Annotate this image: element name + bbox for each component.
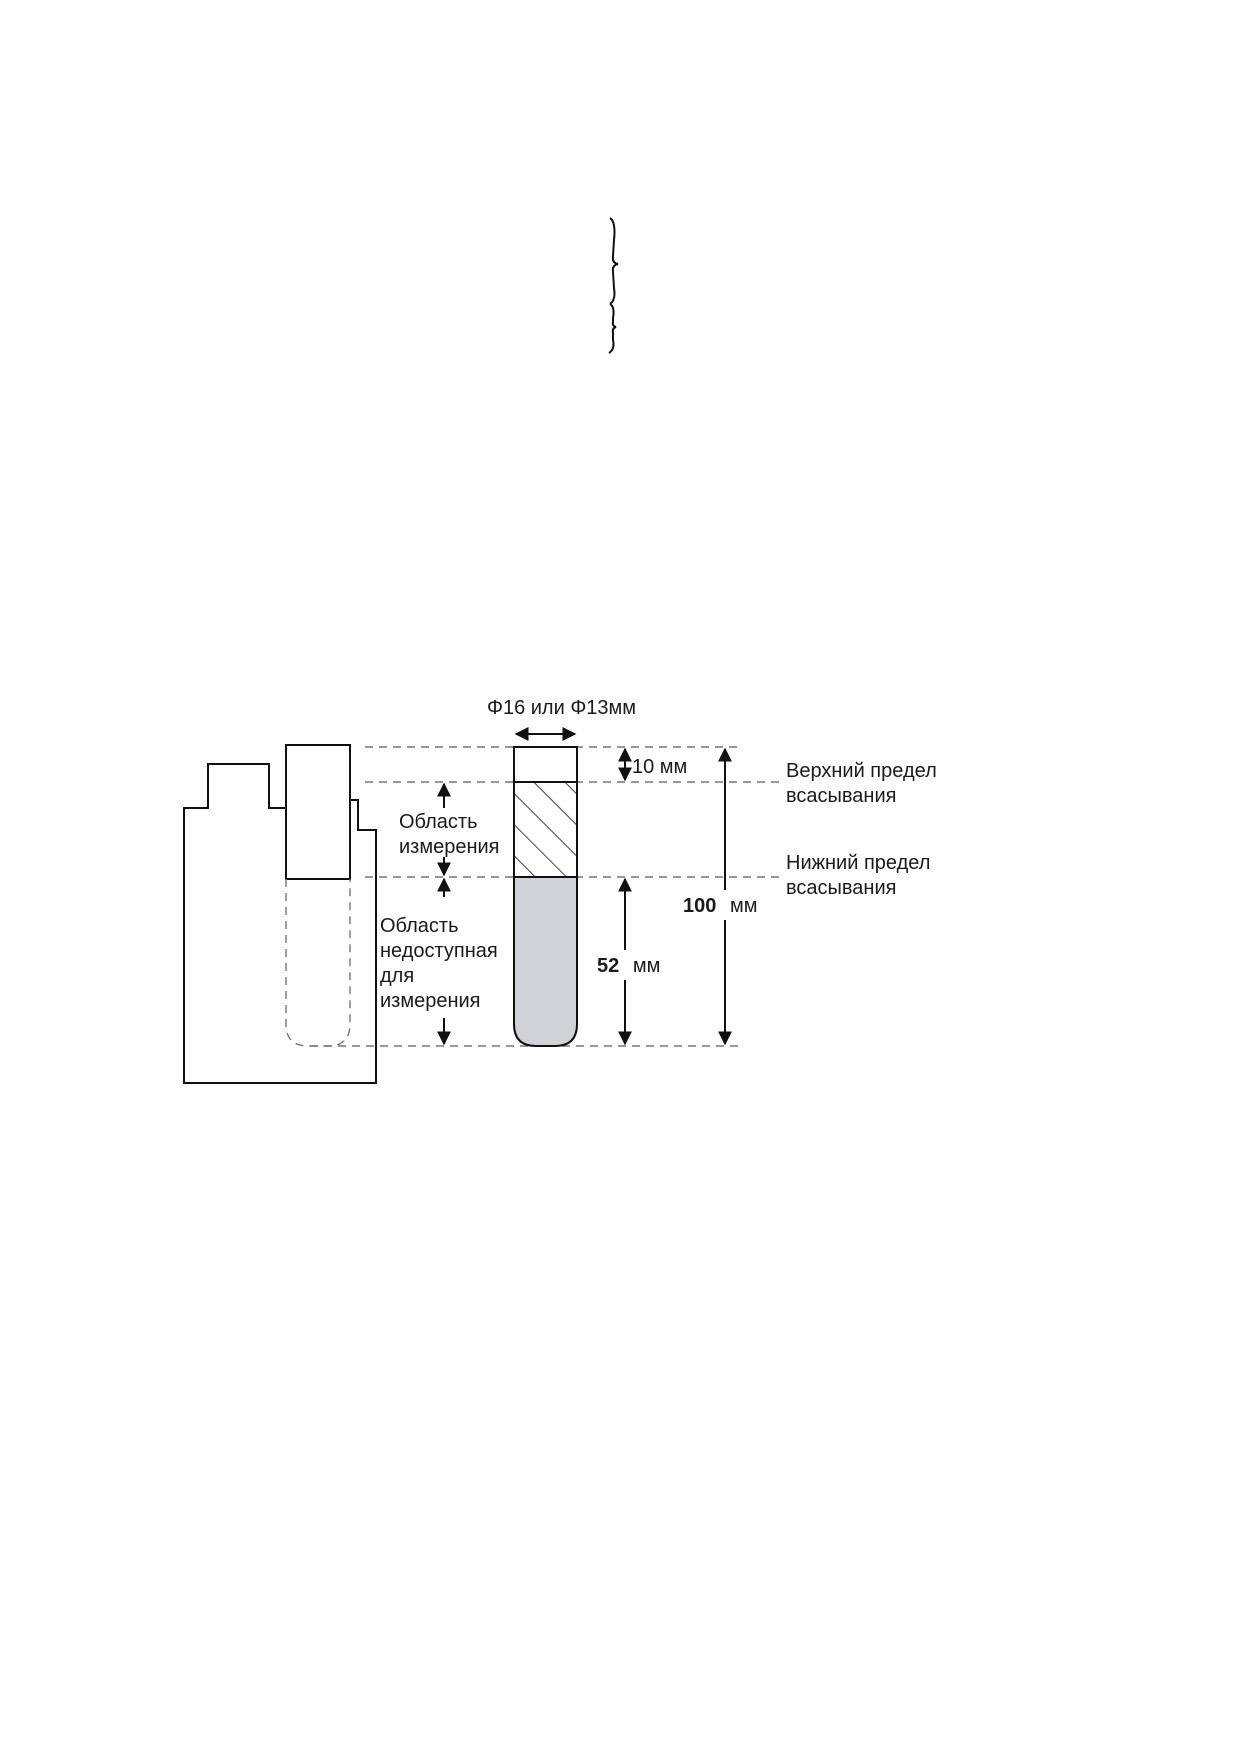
top-gap-label: 10 мм <box>632 756 687 778</box>
measure-area-line-1: Область <box>399 811 478 833</box>
unavailable-area-line-2: недоступная <box>380 940 498 962</box>
upper-limit-line-2: всасывания <box>786 785 896 807</box>
measure-area-label: Область измерения <box>399 811 500 858</box>
measure-area-line-2: измерения <box>399 836 500 858</box>
lower-limit-line-2: всасывания <box>786 877 896 899</box>
total-height-unit: мм <box>730 895 758 917</box>
brace-lower <box>608 303 617 354</box>
liquid-height-unit: мм <box>633 955 661 977</box>
unavailable-area-label: Область недоступная для измерения <box>380 915 503 1012</box>
total-height-label: 100 мм <box>683 895 757 917</box>
lower-limit-line-1: Нижний предел <box>786 852 930 874</box>
tube-outline <box>513 746 578 1047</box>
brace-upper <box>609 217 619 305</box>
unavailable-area-line-3: для <box>380 965 414 987</box>
diameter-label: Φ16 или Φ13мм <box>487 697 636 719</box>
upper-limit-line-1: Верхний предел <box>786 760 937 782</box>
unavailable-area-line-4: измерения <box>380 990 481 1012</box>
liquid-height-label: 52 мм <box>597 955 660 977</box>
upper-limit-label: Верхний предел всасывания <box>786 760 942 807</box>
tube-liquid <box>514 877 577 1046</box>
analyzer-hidden-tube <box>285 879 351 1047</box>
liquid-height-value: 52 <box>597 955 619 977</box>
analyzer-tube-holder <box>285 744 351 880</box>
total-height-value: 100 <box>683 895 716 917</box>
tube-measure-zone <box>514 782 577 877</box>
unavailable-area-line-1: Область <box>380 915 459 937</box>
lower-limit-label: Нижний предел всасывания <box>786 852 936 899</box>
